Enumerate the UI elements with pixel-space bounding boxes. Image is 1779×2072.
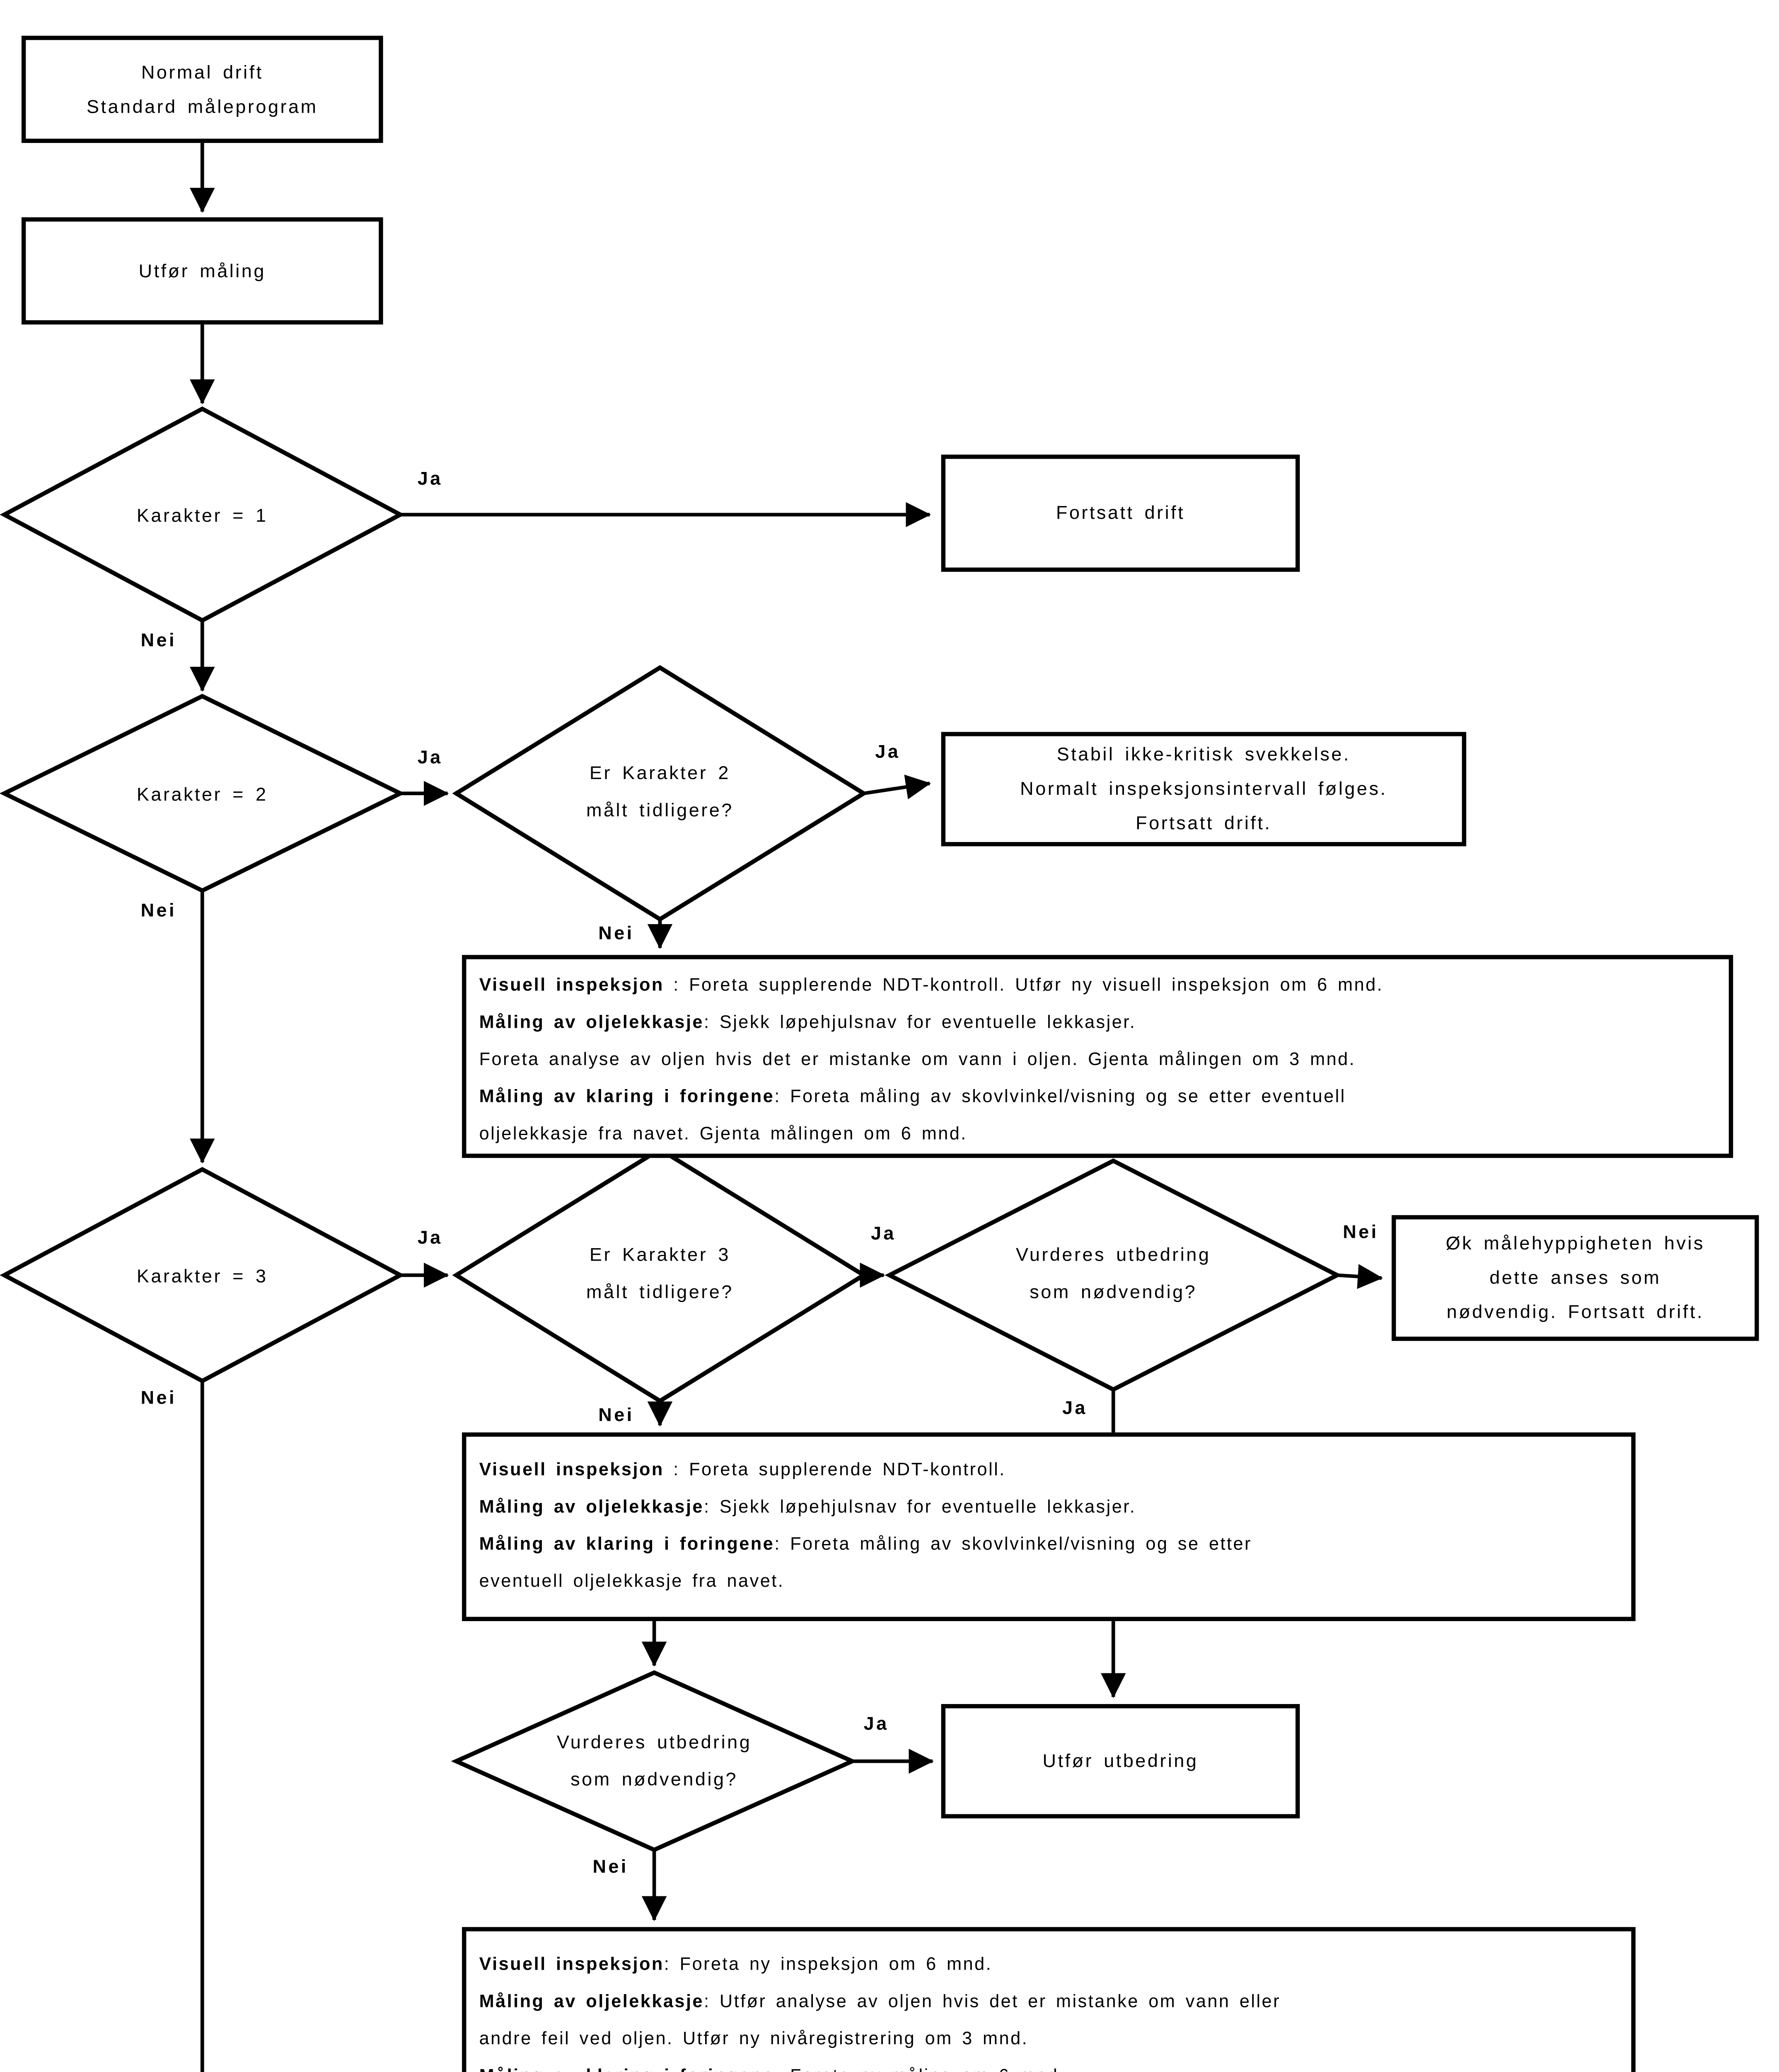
diamond-vurderes-top	[885, 1158, 1342, 1392]
diamond-er-karakter3	[452, 1147, 868, 1404]
node-normal-drift: Normal drift Standard måleprogram	[21, 36, 383, 143]
node-utfor-maling: Utfør måling	[21, 217, 383, 325]
label-vurderes-top: Vurderes utbedring som nødvendig?	[1016, 1244, 1211, 1302]
edge-label-k3-nei: Nei	[140, 1387, 176, 1408]
label-vurderes-bottom: Vurderes utbedring som nødvendig?	[556, 1731, 752, 1790]
text-line: andre feil ved oljen. Utfør ny nivåregis…	[479, 2028, 1029, 2049]
text-line: Visuell inspeksjon: Foreta ny inspeksjon…	[479, 1954, 993, 1975]
label-karakter3: Karakter = 3	[136, 1265, 268, 1287]
edge-label-vurd-top-nei: Nei	[1343, 1221, 1379, 1242]
text-line: Visuell inspeksjon : Foreta supplerende …	[479, 975, 1384, 995]
label-karakter2: Karakter = 2	[136, 783, 268, 805]
edge-label-k1-ja: Ja	[417, 467, 443, 489]
edge-label-erk3-ja: Ja	[870, 1222, 896, 1244]
edge-label-vurd-bottom-ja: Ja	[863, 1712, 889, 1734]
edge-label-k1-nei: Nei	[140, 629, 176, 651]
label-karakter1: Karakter = 1	[136, 504, 268, 526]
node-tiltak-karakter2: Visuell inspeksjon : Foreta supplerende …	[462, 955, 1733, 1158]
text-line: Foreta analyse av oljen hvis det er mist…	[479, 1049, 1356, 1070]
diamond-er-karakter2	[452, 665, 868, 922]
label-er-karakter2: Er Karakter 2 målt tidligere?	[586, 762, 734, 821]
text-line: Måling av klaring i foringene: Foreta må…	[479, 1534, 1252, 1554]
edge-label-k3-ja: Ja	[417, 1226, 443, 1248]
text-line: Visuell inspeksjon : Foreta supplerende …	[479, 1460, 1006, 1480]
text-line: Måling av oljelekkasje: Sjekk løpehjulsn…	[479, 1496, 1136, 1517]
node-ok-malehyppighet: Øk målehyppigheten hvis dette anses som …	[1392, 1215, 1759, 1341]
node-fortsatt-drift: Fortsatt drift	[941, 455, 1300, 572]
diamond-karakter1	[0, 406, 405, 623]
edge-label-erk2-ja: Ja	[875, 740, 901, 762]
text-line: Måling av klaring i foringene: Foreta må…	[479, 1086, 1346, 1107]
edge-vurd-top-nei	[1337, 1264, 1383, 1289]
node-tiltak-nei: Visuell inspeksjon: Foreta ny inspeksjon…	[462, 1927, 1636, 2072]
text-line: Måling av oljelekkasje: Sjekk løpehjulsn…	[479, 1012, 1136, 1032]
text-line: Måling av oljelekkasje: Utfør analyse av…	[479, 1991, 1281, 2011]
label-er-karakter3: Er Karakter 3 målt tidligere?	[586, 1244, 734, 1302]
edge-label-erk2-nei: Nei	[598, 922, 634, 944]
node-stabil-svekkelse: Stabil ikke-kritisk svekkelse. Normalt i…	[941, 732, 1467, 847]
node-tiltak-karakter3: Visuell inspeksjon : Foreta supplerende …	[462, 1432, 1636, 1621]
edge-erk2-ja	[863, 775, 931, 799]
text-line: oljelekkasje fra navet. Gjenta målingen …	[479, 1123, 967, 1144]
text-line: Måling av klaring i foringene: Foreta ny…	[479, 2057, 1620, 2072]
text-line: eventuell oljelekkasje fra navet.	[479, 1571, 785, 1591]
diamond-vurderes-bottom	[451, 1670, 858, 1852]
edge-label-vurd-top-ja: Ja	[1062, 1397, 1088, 1418]
diamond-karakter2	[0, 694, 405, 893]
edge-label-vurd-bottom-nei: Nei	[592, 1855, 628, 1877]
edge-label-k2-ja: Ja	[417, 746, 443, 768]
diamond-karakter3	[0, 1167, 405, 1384]
edge-label-k2-nei: Nei	[140, 899, 176, 921]
node-utfor-utbedring: Utfør utbedring	[941, 1704, 1300, 1819]
edge-label-erk3-nei: Nei	[598, 1404, 634, 1426]
